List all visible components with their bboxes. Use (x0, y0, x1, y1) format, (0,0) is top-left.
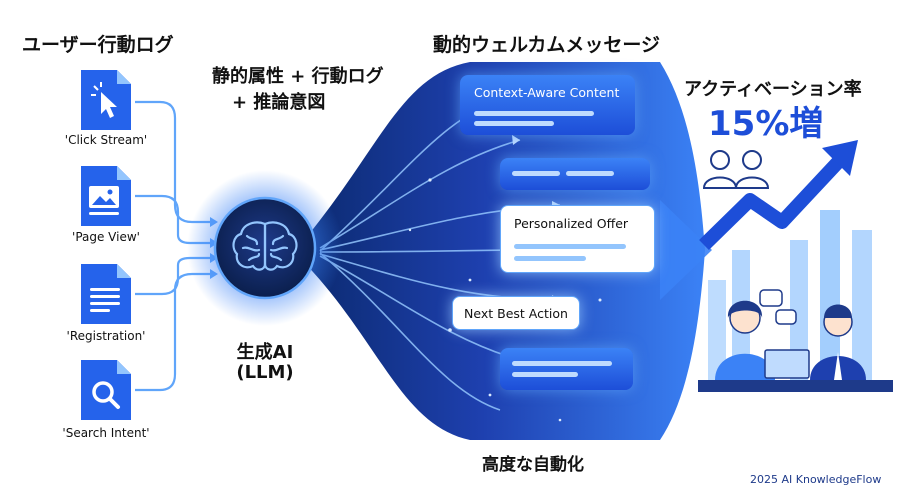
flow-arrowhead (512, 135, 520, 145)
brain-icon (232, 221, 298, 271)
message-label: Context-Aware Content (474, 85, 620, 100)
sparkle (488, 393, 492, 397)
result-title: アクティベーション率 (684, 79, 862, 100)
cursor-click-icon (91, 82, 117, 118)
result-illustration (698, 140, 893, 392)
text-placeholder-line (512, 372, 578, 377)
sparkle (448, 328, 452, 332)
bar (852, 230, 872, 390)
message-label: Next Best Action (464, 305, 568, 321)
team-laptop-icon (698, 289, 893, 392)
bar (708, 280, 726, 390)
input-caption-line2: + 推論意図 (232, 92, 326, 113)
text-placeholder-line (566, 171, 614, 176)
flow-streak (319, 139, 521, 249)
sparkle (558, 418, 562, 422)
message-next-best-action: Next Best Action (452, 296, 580, 330)
text-placeholder-line (514, 244, 626, 249)
sparkle (428, 178, 432, 182)
message-bubble-2 (500, 158, 650, 190)
engine-label-line2: (LLM) (236, 362, 294, 383)
flow-title: 動的ウェルカムメッセージ (433, 34, 661, 56)
connector-line (135, 256, 212, 296)
sparkle (468, 278, 472, 282)
connector-line (135, 272, 212, 392)
sparkle (408, 228, 412, 232)
message-context-aware: Context-Aware Content (460, 75, 635, 135)
text-placeholder-line (512, 171, 560, 176)
doc-label-page-view: 'Page View' (72, 230, 140, 244)
flow-tip (660, 200, 712, 300)
text-placeholder-line (474, 111, 594, 116)
user-log-title: ユーザー行動ログ (22, 34, 174, 56)
watermark: 2025 AI KnowledgeFlow (750, 473, 882, 486)
doc-label-click-stream: 'Click Stream' (64, 133, 148, 147)
growth-arrow-icon (699, 140, 858, 251)
magnifier-icon (92, 381, 120, 409)
input-caption-line1: 静的属性 + 行動ログ (212, 66, 384, 87)
text-placeholder-line (474, 121, 554, 126)
image-page-icon (89, 186, 119, 215)
doc-page-view (81, 166, 131, 226)
doc-label-registration: 'Registration' (66, 329, 146, 343)
flow-streak (319, 252, 501, 411)
doc-label-search-intent: 'Search Intent' (62, 426, 150, 440)
connector-line (135, 100, 212, 224)
engine-label-line1: 生成AI (236, 342, 294, 363)
doc-registration (81, 264, 131, 324)
users-icon (702, 150, 770, 189)
doc-click-stream (81, 70, 131, 130)
text-placeholder-line (512, 361, 612, 366)
sparkle (598, 298, 602, 302)
text-placeholder-line (514, 256, 586, 261)
text-lines-icon (90, 288, 120, 312)
doc-search-intent (81, 360, 131, 420)
connector-line (135, 194, 212, 245)
message-personalized-offer: Personalized Offer (500, 205, 655, 273)
message-bubble-5 (500, 348, 633, 390)
flow-streak (319, 255, 521, 361)
bar (820, 210, 840, 390)
result-value: 15%増 (708, 104, 824, 144)
flow-footer: 高度な自動化 (482, 455, 584, 475)
message-label: Personalized Offer (514, 216, 629, 231)
